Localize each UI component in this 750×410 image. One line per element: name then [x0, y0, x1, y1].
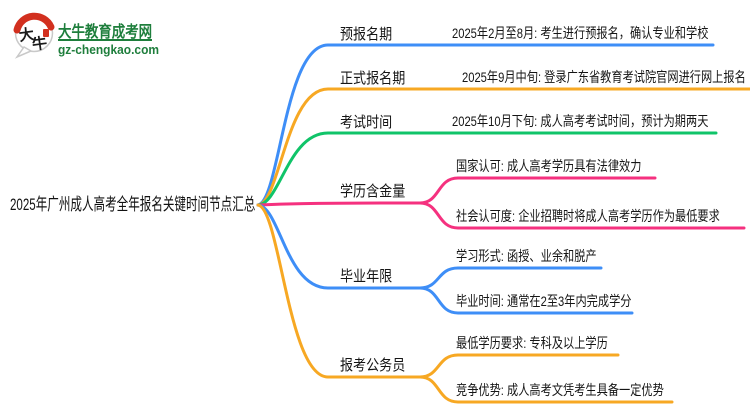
daniu-logo-icon: 大 牛 [13, 12, 55, 59]
branch-connector-examtime [256, 131, 718, 207]
logo-char-1: 大 [18, 25, 35, 45]
leaf-competitive-edge: 竞争优势: 成人高考文凭考生具备一定优势 [456, 382, 664, 398]
branch-label-formalreg: 正式报名期 [340, 70, 406, 87]
site-logo: 大 牛 大牛教育成考网 gz-chengkao.com [12, 9, 182, 61]
branch-connector-formalreg [256, 87, 750, 207]
logo-site-domain: gz-chengkao.com [58, 42, 160, 57]
root-topic: 2025年广州成人高考全年报名关键时间节点汇总 [10, 195, 256, 214]
seal-stamp [43, 29, 49, 37]
branch-label-civilservant: 报考公务员 [340, 357, 406, 374]
branch-connector-value [256, 176, 746, 230]
branch-connector-graduation [256, 203, 634, 315]
branch-label-value: 学历含金量 [340, 183, 406, 200]
leaf-graduation-time: 毕业时间: 通常在2至3年内完成学分 [456, 293, 632, 309]
leaf-exam-date: 2025年10月下旬: 成人高考考试时间，预计为期两天 [452, 113, 709, 129]
leaf-national-recognition: 国家认可: 成人高考学历具有法律效力 [456, 158, 642, 174]
leaf-formalreg-period: 2025年9月中旬: 登录广东省教育考试院官网进行网上报名 [462, 69, 746, 85]
red-hat-arc [13, 12, 55, 34]
branch-connector-prereg [256, 43, 715, 207]
logo-char-2: 牛 [31, 34, 48, 54]
leaf-min-education: 最低学历要求: 专科及以上学历 [456, 335, 608, 351]
speech-bubble-tail [14, 46, 33, 59]
leaf-social-recognition: 社会认可度: 企业招聘时将成人高考学历作为最低要求 [456, 208, 720, 224]
branch-label-prereg: 预报名期 [340, 26, 393, 43]
leaf-study-format: 学习形式: 函授、业余和脱产 [456, 248, 597, 264]
logo-divider [58, 39, 152, 41]
branch-label-graduation: 毕业年限 [340, 268, 393, 285]
branch-connector-civilservant [256, 203, 674, 404]
logo-site-name: 大牛教育成考网 [58, 24, 153, 41]
leaf-prereg-period: 2025年2月至8月: 考生进行预报名，确认专业和学校 [452, 25, 709, 41]
branch-label-examtime: 考试时间 [340, 114, 393, 131]
